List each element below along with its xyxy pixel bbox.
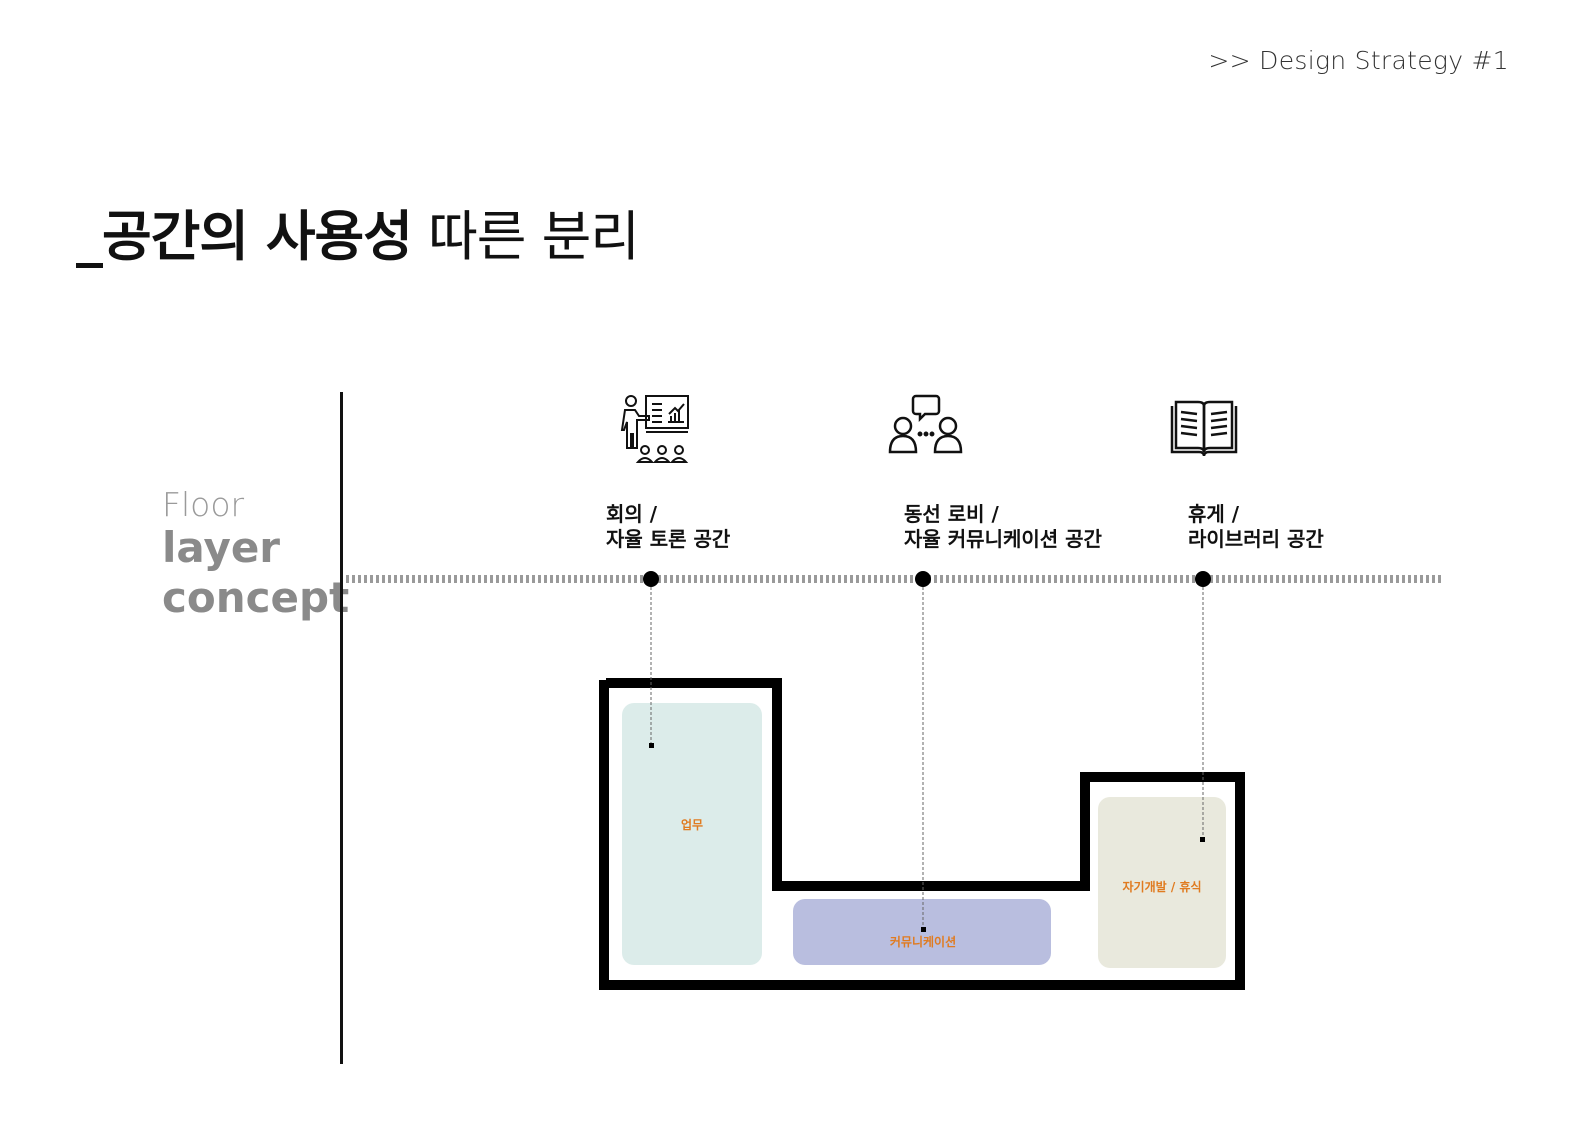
category-lobby-line2: 자율 커뮤니케이션 공간	[904, 527, 1102, 551]
side-label-layer: layer	[162, 523, 281, 572]
timeline-node-rest	[1195, 571, 1211, 587]
presentation-icon	[620, 395, 689, 463]
category-rest-line2: 라이브러리 공간	[1188, 527, 1324, 551]
leader-end-rest	[1200, 837, 1205, 842]
page-title: _공간의 사용성 따른 분리	[76, 192, 640, 271]
category-rest: 휴게 / 라이브러리 공간	[1188, 502, 1324, 552]
timeline-node-meeting	[643, 571, 659, 587]
zone-work-label: 업무	[680, 818, 704, 832]
zone-self-dev	[1098, 797, 1226, 968]
building-outline	[599, 678, 1245, 990]
category-meeting-line1: 회의 /	[606, 502, 658, 526]
zone-work	[622, 703, 762, 965]
zone-communication-label: 커뮤니케이션	[889, 935, 957, 949]
title-bold: _공간의 사용성	[76, 205, 413, 268]
category-meeting: 회의 / 자율 토론 공간	[606, 502, 730, 552]
leader-end-meeting	[649, 743, 654, 748]
vertical-divider	[340, 392, 343, 1064]
category-meeting-line2: 자율 토론 공간	[606, 527, 731, 551]
title-light: 따른 분리	[428, 205, 640, 268]
leader-end-lobby	[921, 927, 926, 932]
side-label: Floor layer concept	[162, 488, 349, 619]
section-label: >> Design Strategy #1	[1208, 46, 1509, 75]
side-label-concept: concept	[162, 573, 350, 622]
open-book-icon	[1170, 400, 1238, 457]
side-label-floor: Floor	[162, 485, 245, 524]
category-lobby-line1: 동선 로비 /	[904, 502, 999, 526]
zone-self-dev-label: 자기개발 / 휴식	[1122, 880, 1202, 894]
category-rest-line1: 휴게 /	[1188, 502, 1240, 526]
timeline-node-lobby	[915, 571, 931, 587]
category-lobby: 동선 로비 / 자율 커뮤니케이션 공간	[904, 502, 1102, 552]
conversation-icon	[888, 394, 963, 454]
